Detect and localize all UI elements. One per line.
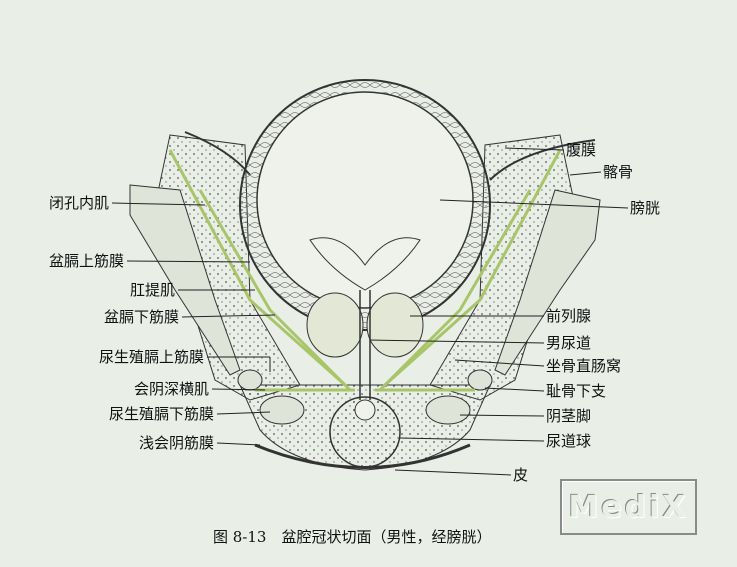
bladder-lumen <box>256 91 474 309</box>
left-crus <box>259 395 305 425</box>
label-skin: 皮 <box>513 466 529 484</box>
figure-caption: 图 8-13 盆腔冠状切面（男性，经膀胱） <box>213 528 492 546</box>
label-ilium: 髂骨 <box>603 163 634 181</box>
bladder-neck <box>309 237 421 291</box>
fascia-lines <box>168 149 562 392</box>
peritoneum-right <box>489 139 596 181</box>
watermark-logo: MediX <box>560 479 697 535</box>
label-crus-penis: 阴茎脚 <box>546 407 592 425</box>
prostate-right-lobe <box>366 292 424 358</box>
label-male-urethra: 男尿道 <box>546 334 592 352</box>
label-prostate: 前列腺 <box>546 307 592 325</box>
label-inferior-pelvic-diaphragm-fascia: 盆膈下筋膜 <box>103 308 179 326</box>
right-pubic-ramus <box>467 369 493 391</box>
left-ilium <box>129 184 241 376</box>
label-inferior-pubic-ramus: 耻骨下支 <box>546 382 607 400</box>
leader-lines <box>111 147 629 476</box>
right-ilium <box>494 189 601 376</box>
label-deep-transverse-perineal: 会阴深横肌 <box>133 380 209 398</box>
right-crus <box>425 395 471 425</box>
label-inferior-urogenital-fascia: 尿生殖膈下筋膜 <box>108 405 214 423</box>
label-ischiorectal-fossa: 坐骨直肠窝 <box>546 357 622 375</box>
urethra <box>359 290 371 400</box>
label-superior-pelvic-diaphragm-fascia: 盆膈上筋膜 <box>48 252 124 270</box>
label-bladder: 膀胱 <box>630 199 661 217</box>
label-obturator-internus: 闭孔内肌 <box>48 194 109 212</box>
label-superior-urogenital-fascia: 尿生殖膈上筋膜 <box>98 348 204 366</box>
label-peritoneum: 腹膜 <box>566 141 597 159</box>
label-superficial-perineal-fascia: 浅会阴筋膜 <box>138 434 214 452</box>
label-levator-ani: 肛提肌 <box>129 281 175 299</box>
label-urethral-bulb: 尿道球 <box>546 432 592 450</box>
prostate-left-lobe <box>306 292 364 358</box>
left-pubic-ramus <box>237 369 263 391</box>
urethral-bulb <box>329 396 401 468</box>
